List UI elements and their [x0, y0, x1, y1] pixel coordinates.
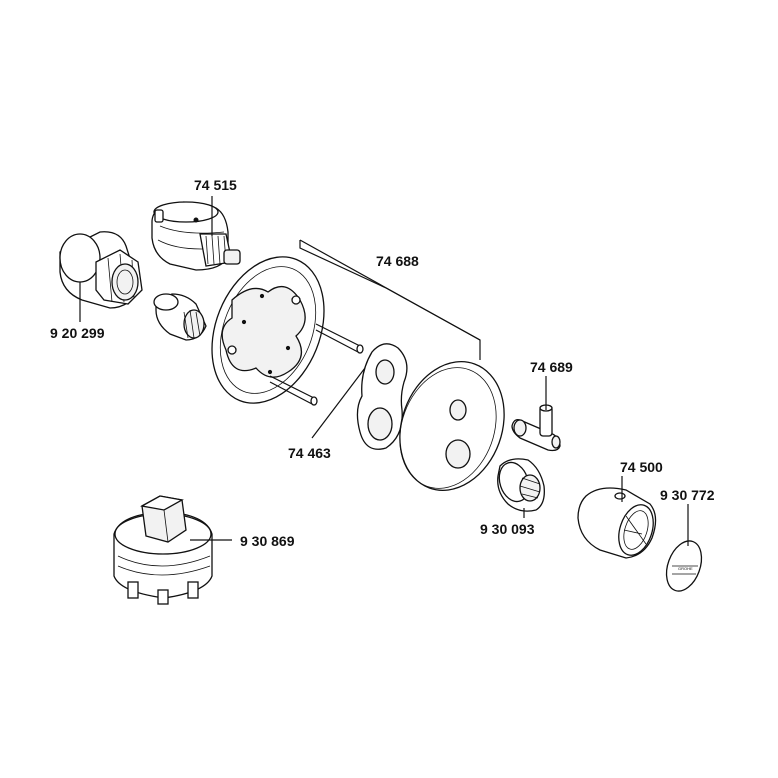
part-9-30-093-adapter [497, 458, 545, 512]
part-74-463-screws [269, 323, 364, 406]
part-label-9-30-093: 9 30 093 [480, 521, 535, 537]
part-gasket [356, 343, 408, 450]
part-9-30-869-tool [113, 495, 213, 605]
part-74-500-handle [577, 487, 657, 559]
cap-marking: GROHE [678, 566, 693, 571]
part-cover-plate [399, 361, 505, 491]
part-label-9-30-869: 9 30 869 [240, 533, 295, 549]
part-insert-cylinder [153, 293, 207, 341]
part-label-74-689: 74 689 [530, 359, 573, 375]
part-backplate-ring [211, 256, 325, 404]
part-label-74-463: 74 463 [288, 445, 331, 461]
part-label-74-515: 74 515 [194, 177, 237, 193]
part-9-30-772-cap: GROHE [665, 540, 703, 592]
part-label-74-688: 74 688 [376, 253, 419, 269]
leader-74-463 [311, 363, 369, 439]
part-74-689-elbow [511, 404, 561, 452]
part-9-20-299-sleeve [59, 231, 143, 309]
part-label-74-500: 74 500 [620, 459, 663, 475]
part-74-515-cartridge [151, 201, 241, 271]
part-label-9-20-299: 9 20 299 [50, 325, 105, 341]
part-label-9-30-772: 9 30 772 [660, 487, 715, 503]
